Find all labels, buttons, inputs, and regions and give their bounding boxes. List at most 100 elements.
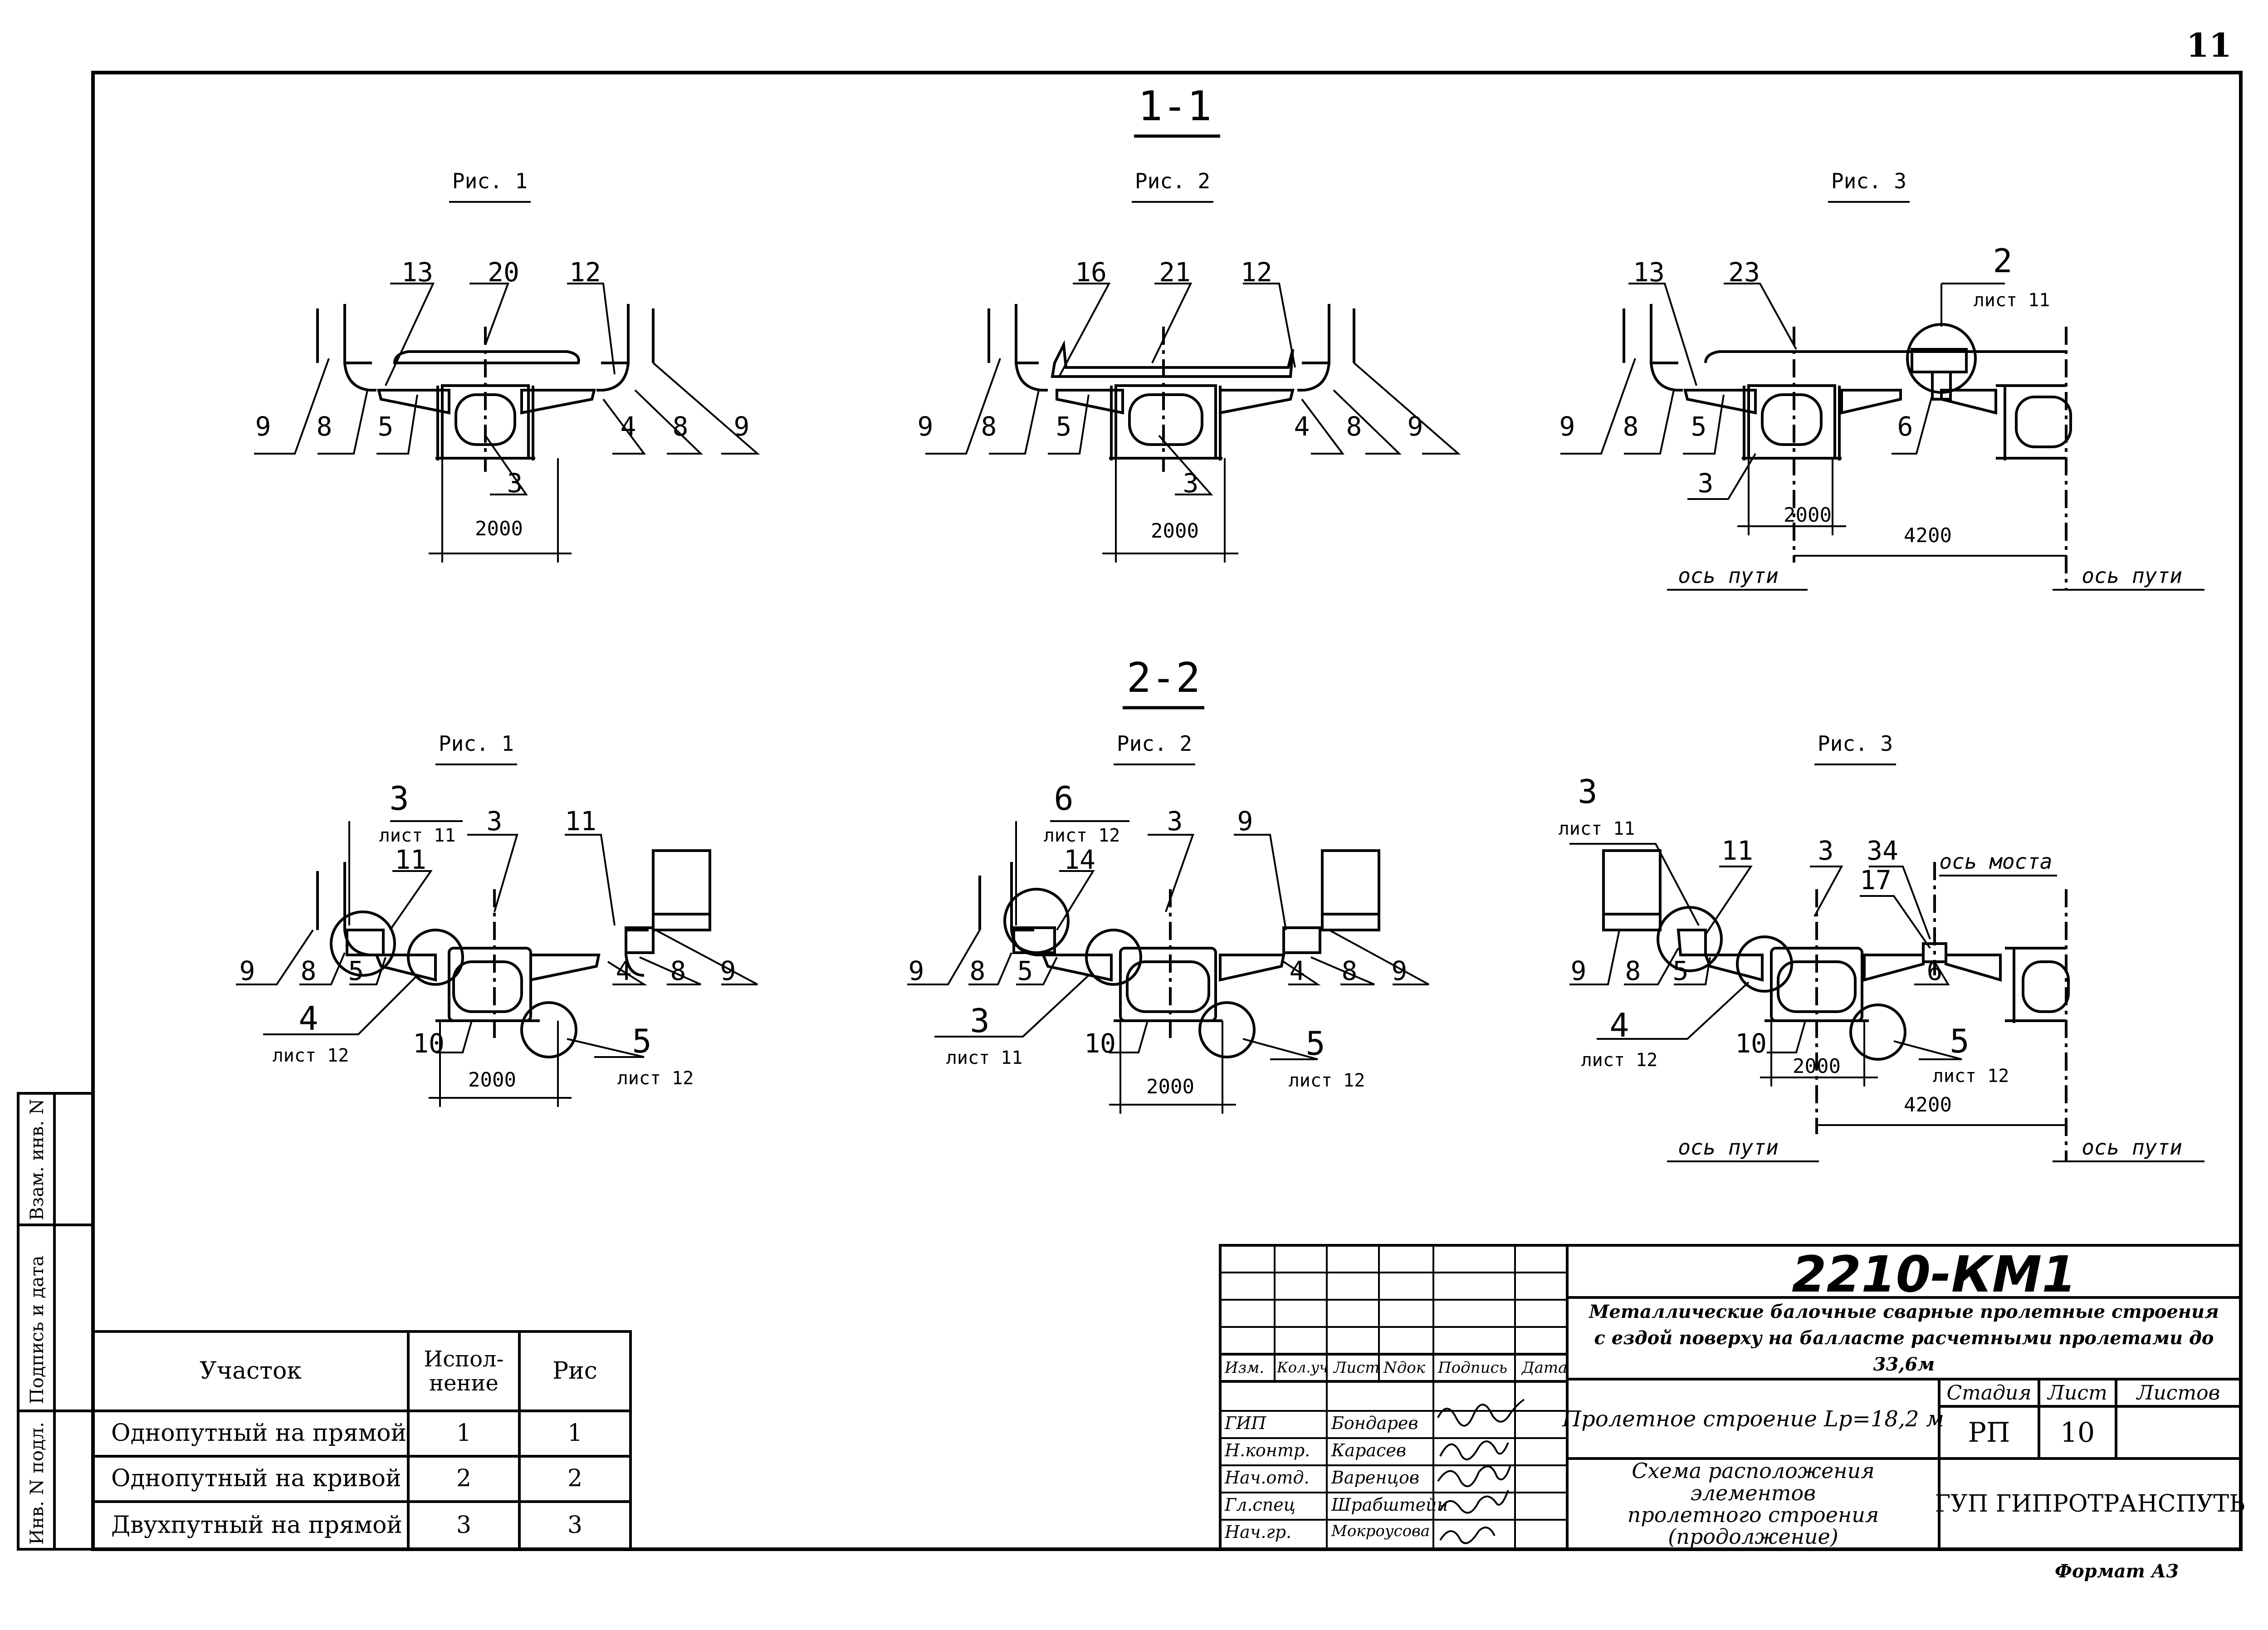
svg-text:9: 9: [240, 955, 255, 986]
svg-text:9: 9: [734, 411, 750, 442]
svg-text:6: 6: [1927, 955, 1943, 986]
svg-text:8: 8: [301, 955, 317, 986]
svg-text:лист 11: лист 11: [1974, 290, 2050, 311]
table-row-3-figure: 3: [567, 1511, 583, 1539]
role-gip: ГИП: [1225, 1413, 1266, 1433]
object-title: Пролетное строение Lp=18,2 м: [1562, 1406, 1944, 1432]
svg-text:8: 8: [981, 411, 997, 442]
svg-text:4: 4: [621, 411, 636, 442]
svg-text:8: 8: [673, 411, 689, 442]
drawing-frame: [91, 71, 2243, 1551]
svg-text:5: 5: [1691, 411, 1707, 442]
sheet-number: 11: [2186, 26, 2232, 64]
rev-header-date: Дата: [1522, 1359, 1568, 1377]
rev-header-signature: Подпись: [1438, 1359, 1508, 1377]
svg-text:4200: 4200: [1904, 1093, 1952, 1116]
svg-text:10: 10: [413, 1028, 445, 1059]
svg-text:9: 9: [255, 411, 271, 442]
svg-text:10: 10: [1084, 1028, 1116, 1059]
table-row-3-section: Двухпутный на прямой: [111, 1511, 403, 1539]
svg-text:17: 17: [1860, 865, 1892, 896]
project-title: Металлические балочные сварные пролетные…: [1589, 1301, 2219, 1375]
svg-text:16: 16: [1075, 257, 1107, 288]
svg-text:4: 4: [298, 999, 318, 1038]
margin-stamp-2: Подпись и дата: [27, 1255, 48, 1404]
svg-text:5: 5: [1017, 955, 1033, 986]
sheets-header: Листов: [2136, 1381, 2220, 1405]
variants-table-grid: [92, 1330, 632, 1551]
svg-text:2: 2: [1993, 242, 2012, 280]
svg-text:Рис. 1: Рис. 1: [452, 169, 528, 193]
svg-text:2000: 2000: [1146, 1075, 1194, 1098]
svg-text:лист 11: лист 11: [379, 825, 456, 846]
table-header-variant: Испол- нение: [424, 1346, 504, 1396]
margin-stamp-1: Взам. инв. N: [27, 1099, 48, 1220]
svg-text:2000: 2000: [468, 1068, 516, 1092]
svg-text:Рис. 2: Рис. 2: [1135, 169, 1210, 193]
svg-text:5: 5: [1305, 1024, 1325, 1062]
svg-text:лист 11: лист 11: [946, 1048, 1023, 1068]
table-row-1-variant: 1: [456, 1420, 472, 1447]
svg-text:5: 5: [378, 411, 394, 442]
stage-header: Стадия: [1946, 1381, 2032, 1405]
rev-header-doc: Nдок: [1383, 1359, 1426, 1377]
svg-text:лист 12: лист 12: [1044, 825, 1120, 846]
svg-text:3: 3: [1818, 835, 1834, 866]
svg-text:13: 13: [1633, 257, 1665, 288]
svg-text:8: 8: [970, 955, 986, 986]
name-glspec: Шрабштейн: [1331, 1495, 1448, 1515]
svg-text:9: 9: [720, 955, 736, 986]
svg-text:4: 4: [1609, 1006, 1629, 1044]
stage-value: РП: [1968, 1416, 2010, 1449]
organization: ГУП ГИПРОТРАНСПУТЬ: [1935, 1490, 2245, 1517]
svg-text:6: 6: [1054, 779, 1073, 817]
name-nachotd: Варенцов: [1331, 1468, 1419, 1488]
svg-text:5: 5: [348, 955, 364, 986]
rev-header-sheet: Лист: [1334, 1359, 1380, 1377]
svg-text:3: 3: [1578, 773, 1597, 811]
role-nachotd: Нач.отд.: [1225, 1468, 1310, 1488]
svg-text:8: 8: [1342, 955, 1358, 986]
figure-2-2-ris3: Рис. 3: [1559, 731, 2204, 1162]
svg-text:5: 5: [1950, 1022, 1969, 1060]
svg-text:лист 12: лист 12: [273, 1045, 349, 1066]
svg-text:лист 12: лист 12: [1581, 1050, 1658, 1071]
svg-text:11: 11: [1721, 835, 1753, 866]
svg-text:2000: 2000: [1784, 504, 1832, 527]
svg-text:8: 8: [1625, 955, 1641, 986]
svg-text:ось пути: ось пути: [1678, 563, 1779, 588]
svg-text:8: 8: [670, 955, 686, 986]
svg-text:34: 34: [1867, 835, 1898, 866]
document-code: 2210-КМ1: [1792, 1245, 2077, 1303]
name-nachgr: Мокроусова: [1331, 1522, 1430, 1540]
table-row-3-variant: 3: [456, 1511, 472, 1539]
svg-text:ось пути: ось пути: [2082, 563, 2182, 588]
svg-text:5: 5: [632, 1022, 651, 1060]
svg-text:9: 9: [909, 955, 924, 986]
svg-text:4: 4: [1290, 955, 1305, 986]
svg-text:ось пути: ось пути: [2082, 1135, 2182, 1160]
svg-text:20: 20: [488, 257, 519, 288]
svg-text:21: 21: [1159, 257, 1191, 288]
svg-text:5: 5: [1673, 955, 1689, 986]
rev-header-qty: Кол.уч: [1277, 1359, 1329, 1376]
svg-text:9: 9: [1408, 411, 1423, 442]
figure-1-1-ris2: Рис. 2: [918, 169, 1461, 563]
svg-text:3: 3: [1183, 468, 1199, 499]
margin-stamp-3: Инв. N подл.: [27, 1422, 48, 1545]
sheet-header: Лист: [2048, 1381, 2107, 1405]
svg-text:12: 12: [1241, 257, 1272, 288]
svg-text:9: 9: [1571, 955, 1587, 986]
section-title-2-2: 2-2: [1127, 654, 1201, 702]
margin-stamp-strip: [17, 1092, 94, 1551]
svg-text:Рис. 3: Рис. 3: [1818, 731, 1893, 756]
rev-header-change: Изм.: [1225, 1359, 1265, 1377]
svg-text:Рис. 2: Рис. 2: [1117, 731, 1192, 756]
table-row-1-figure: 1: [567, 1420, 583, 1447]
svg-text:14: 14: [1064, 844, 1095, 875]
svg-text:10: 10: [1735, 1028, 1767, 1059]
svg-text:4: 4: [616, 955, 632, 986]
svg-text:13: 13: [401, 257, 433, 288]
svg-text:9: 9: [1392, 955, 1408, 986]
